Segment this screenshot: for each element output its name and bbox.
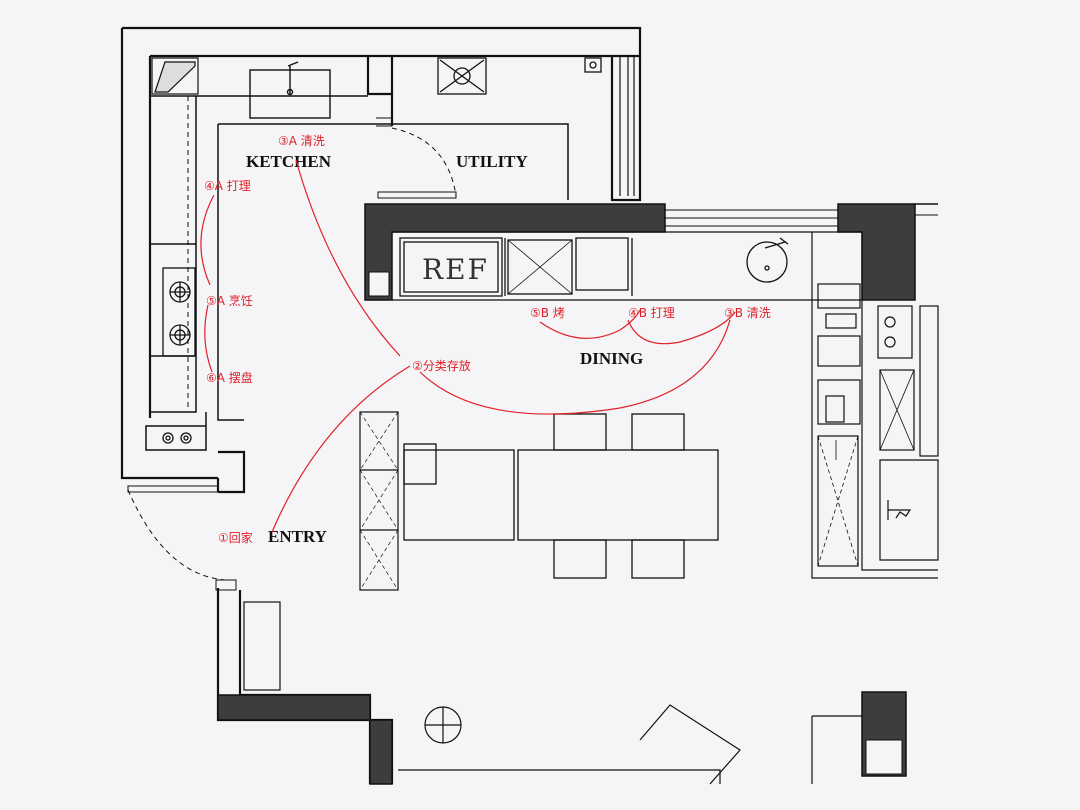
dining-wall-block	[364, 203, 938, 301]
entry-bench	[243, 411, 399, 691]
dining-counter	[392, 231, 862, 301]
living-furniture	[398, 704, 741, 785]
annotation-step-3b: ③B 清洗	[724, 306, 771, 320]
annotation-step-4b: ④B 打理	[628, 306, 675, 320]
kitchen-sink-icon	[249, 61, 331, 119]
corner-cabinet	[151, 57, 199, 95]
annotation-step-4a: ④A 打理	[204, 179, 251, 193]
annotation-step-3a: ③A 清洗	[278, 134, 325, 148]
refrigerator-label: REF	[422, 253, 489, 286]
utility-drain-icon	[584, 57, 602, 73]
room-label-dining: DINING	[580, 349, 643, 368]
right-cabinets	[811, 232, 939, 579]
annotation-step-1: ①回家	[218, 530, 253, 545]
kitchen-door	[376, 117, 457, 199]
annotation-step-5a: ⑤A 烹饪	[206, 293, 253, 308]
stove-icon	[162, 267, 196, 357]
room-label-utility: UTILITY	[456, 152, 528, 171]
lower-wall-block	[217, 691, 907, 785]
cooktop-small-icon	[162, 432, 192, 444]
window-right-utility	[619, 56, 635, 196]
annotation-step-6a: ⑥A 摆盘	[206, 370, 253, 385]
annotation-step-5b: ⑤B 烤	[530, 305, 565, 320]
dining-table	[403, 413, 719, 579]
flow-lines	[200, 159, 736, 533]
room-label-kitchen: KETCHEN	[246, 152, 332, 171]
utility-stove-icon	[437, 57, 487, 95]
entry-door	[127, 485, 237, 591]
room-label-entry: ENTRY	[268, 527, 327, 546]
annotation-step-2: ②分类存放	[412, 358, 471, 373]
